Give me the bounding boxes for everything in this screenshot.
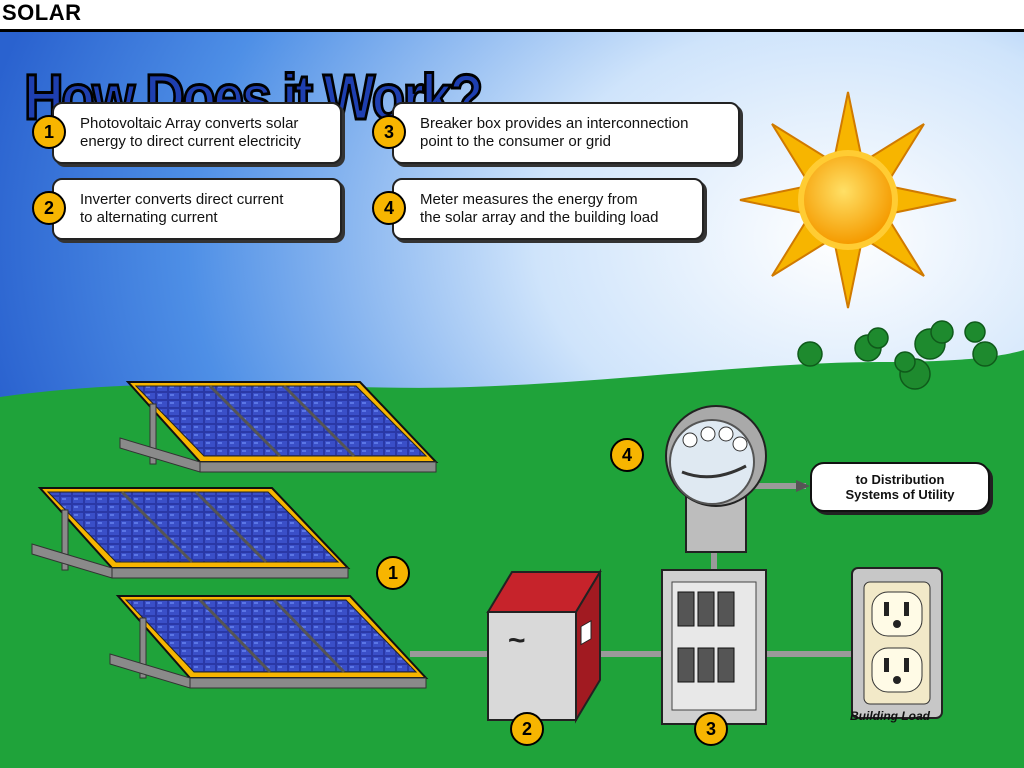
scene-art	[0, 32, 1024, 768]
step-2-callout: Inverter converts direct current to alte…	[52, 178, 342, 240]
step-2-badge: 2	[32, 191, 66, 225]
step-4-text: Meter measures the energy from the solar…	[420, 191, 659, 226]
step-1-callout: Photovoltaic Array converts solar energy…	[52, 102, 342, 164]
sun-icon	[739, 91, 957, 309]
array-marker: 1	[376, 556, 410, 590]
step-3-callout: Breaker box provides an interconnection …	[392, 102, 740, 164]
step-2-text: Inverter converts direct current to alte…	[80, 191, 284, 226]
step-3-badge: 3	[372, 115, 406, 149]
breaker-box-icon	[661, 569, 767, 725]
breaker-marker: 3	[694, 712, 728, 746]
inverter-marker: 2	[510, 712, 544, 746]
solar-panel-2	[31, 487, 351, 579]
meter-marker: 4	[610, 438, 644, 472]
outlet-icon	[851, 567, 943, 719]
utility-label: to Distribution Systems of Utility	[810, 462, 990, 512]
building-load-label: Building Load	[850, 709, 930, 723]
solar-panel-1	[119, 381, 439, 473]
step-1-badge: 1	[32, 115, 66, 149]
meter-icon	[665, 405, 767, 553]
trees	[797, 320, 998, 390]
solar-diagram: How Does it Work? Photovoltaic Array con…	[0, 32, 1024, 768]
arrow-icon	[796, 480, 810, 492]
header-rule	[0, 29, 1024, 32]
step-1-text: Photovoltaic Array converts solar energy…	[80, 115, 301, 150]
step-4-badge: 4	[372, 191, 406, 225]
solar-panel-3	[109, 595, 429, 689]
inverter-icon	[486, 568, 602, 724]
header-bar: SOLAR	[0, 0, 1024, 30]
step-4-callout: Meter measures the energy from the solar…	[392, 178, 704, 240]
step-3-text: Breaker box provides an interconnection …	[420, 115, 689, 150]
inverter-symbol: ~	[508, 624, 526, 657]
section-label: SOLAR	[2, 0, 82, 25]
